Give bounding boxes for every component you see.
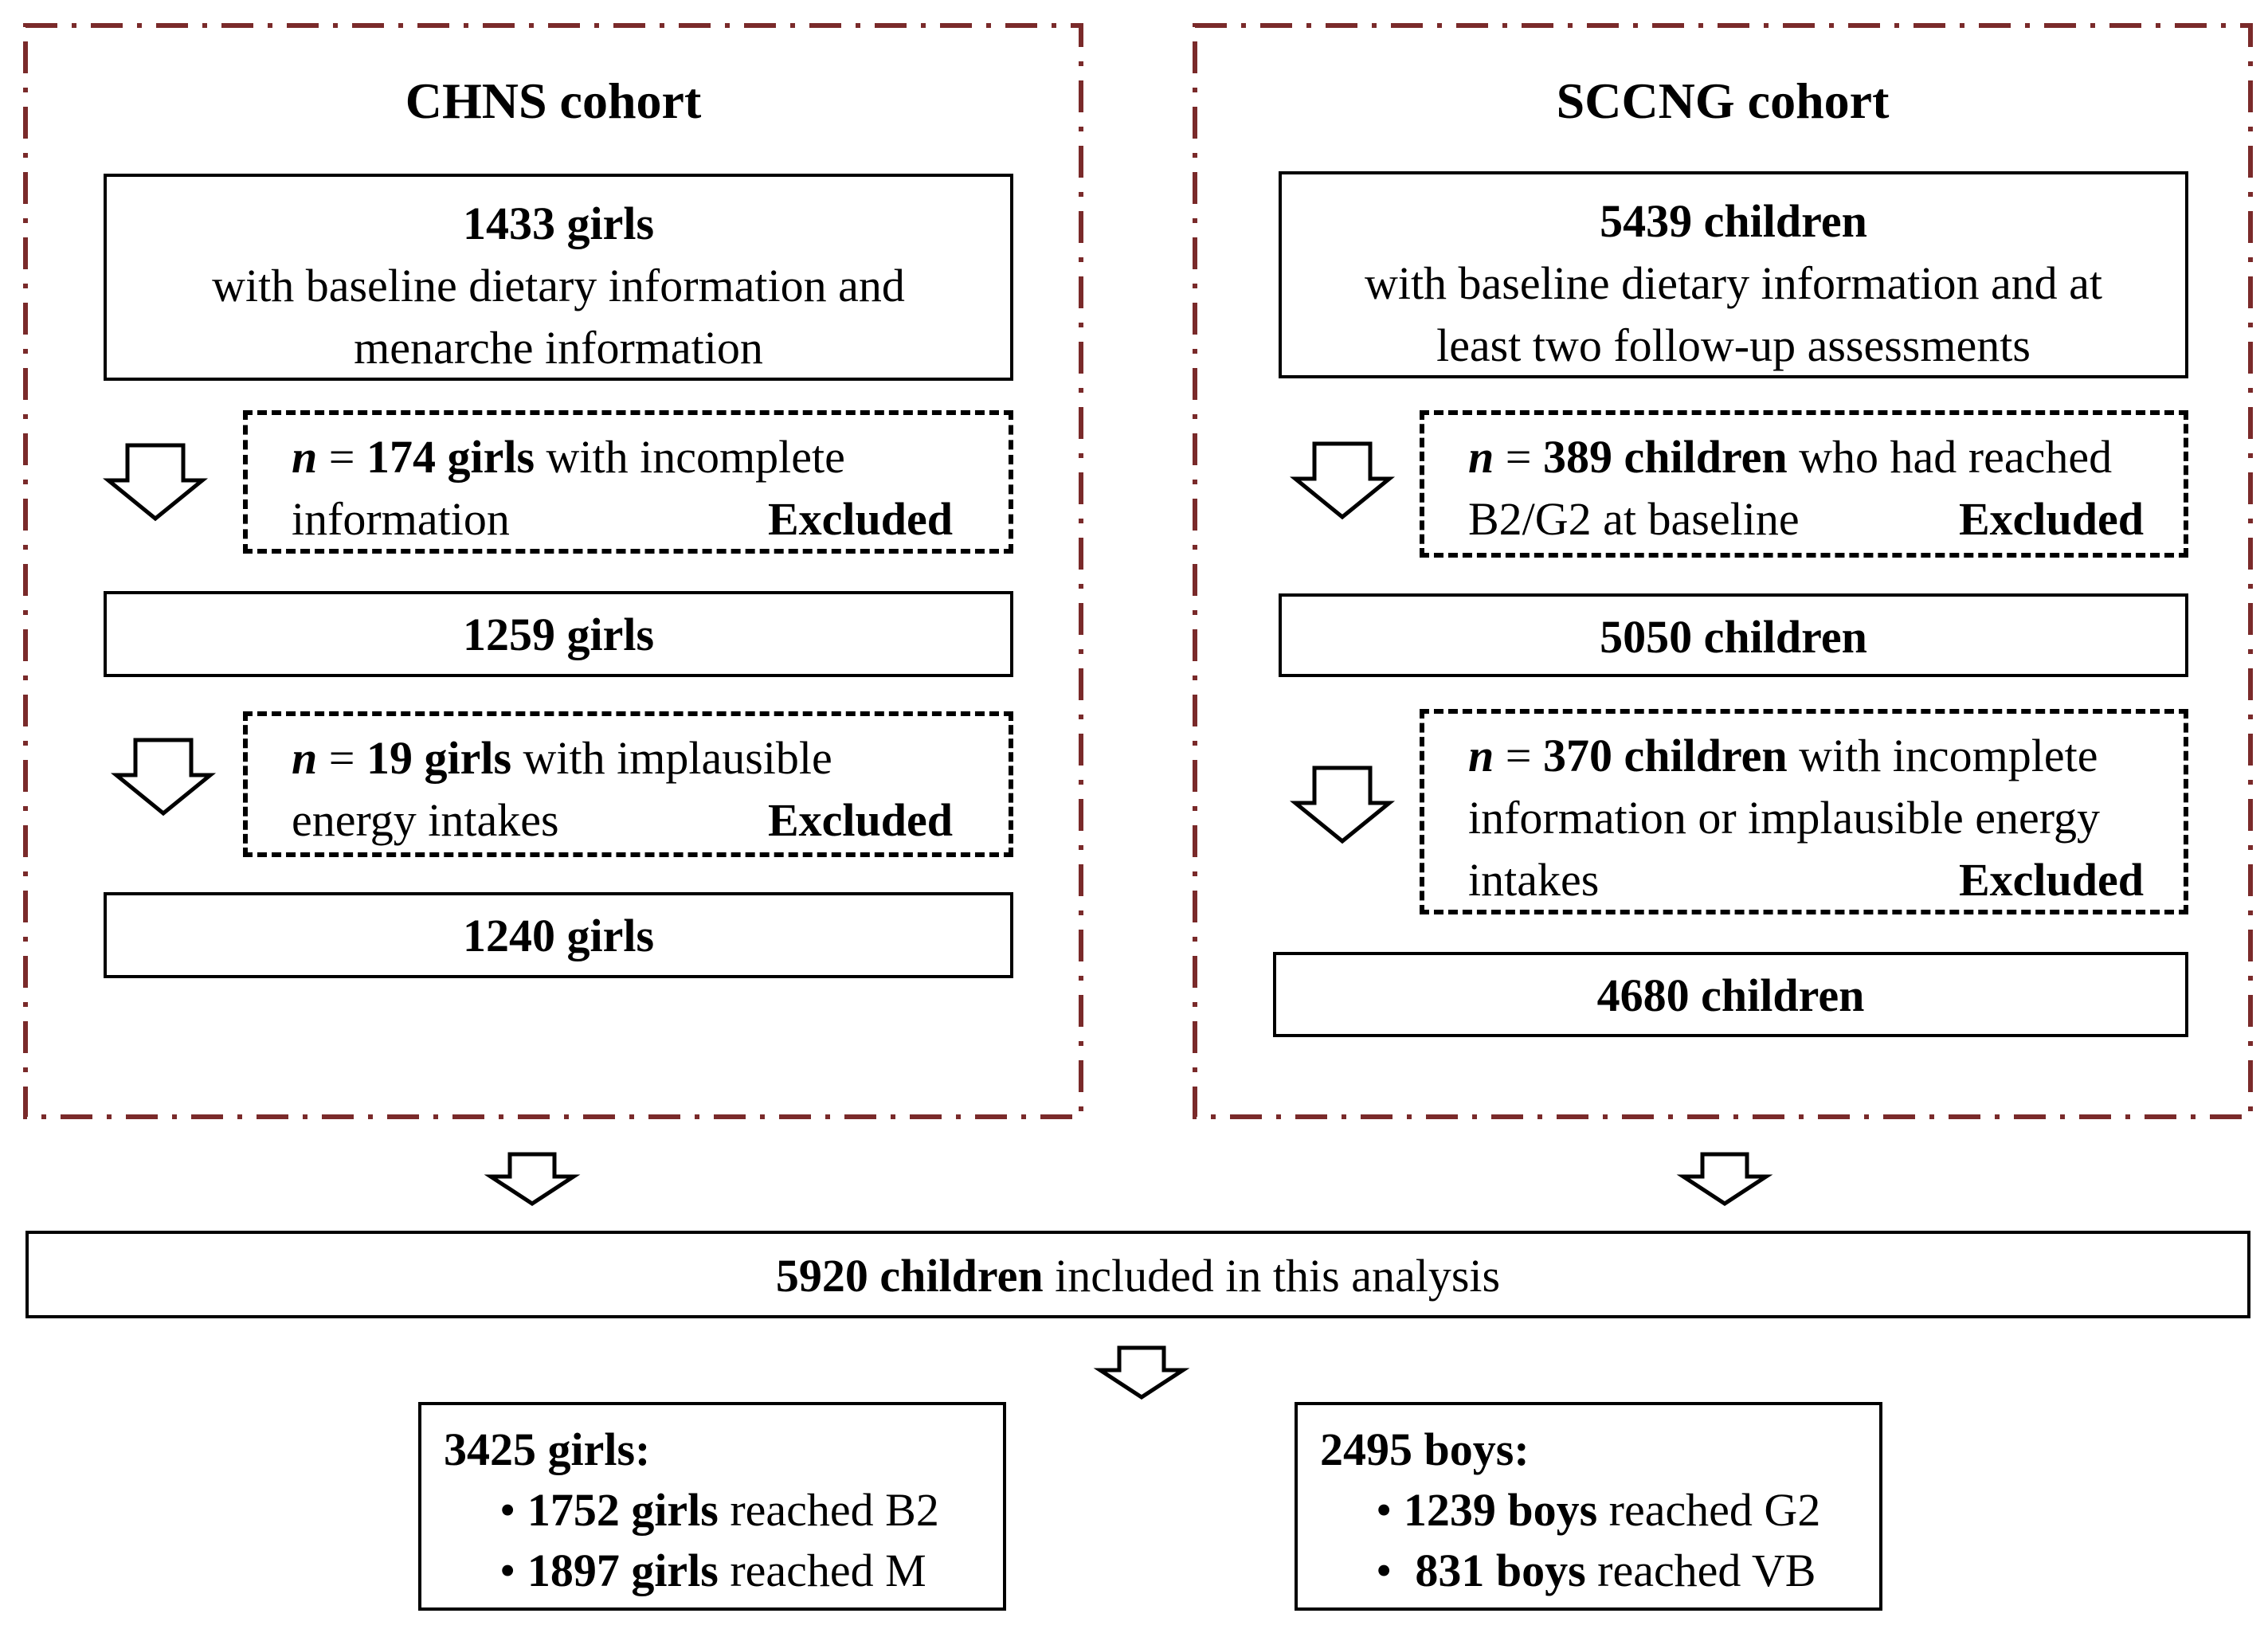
- right-excl2-text: with incomplete: [1787, 730, 2098, 781]
- list-item: • 1239 boys reached G2: [1376, 1484, 1821, 1536]
- right-excl1-text2: B2/G2 at baseline: [1468, 493, 1800, 545]
- boys-box: 2495 boys: • 1239 boys reached G2 • 831 …: [1295, 1402, 1882, 1611]
- n-label: n: [1468, 730, 1494, 781]
- girls-head: 3425 girls:: [444, 1423, 651, 1475]
- left-mid-count: 1259 girls: [462, 609, 655, 660]
- excluded-tag: Excluded: [767, 794, 953, 846]
- right-start-box: 5439 children with baseline dietary info…: [1279, 171, 2188, 378]
- right-exclusion-box-1: n = 389 children who had reached B2/G2 a…: [1420, 410, 2188, 558]
- list-item: • 831 boys reached VB: [1376, 1545, 1816, 1596]
- girls-box: 3425 girls: • 1752 girls reached B2 • 18…: [418, 1402, 1006, 1611]
- right-excl2-count: 370 children: [1542, 730, 1788, 781]
- right-cohort-frame: [1193, 23, 2253, 1119]
- down-arrow-icon: [484, 1152, 581, 1206]
- equals: =: [317, 732, 366, 784]
- boys-head: 2495 boys:: [1320, 1423, 1530, 1475]
- left-excl2-text: with implausible: [511, 732, 832, 784]
- left-start-line2: menarche information: [354, 322, 763, 374]
- n-label: n: [292, 732, 318, 784]
- right-final-box: 4680 children: [1273, 952, 2188, 1037]
- right-mid-box: 5050 children: [1279, 593, 2188, 677]
- left-start-count: 1433 girls: [462, 198, 655, 249]
- right-excl2-text2: information or implausible energy: [1468, 792, 2101, 844]
- down-arrow-icon: [1289, 766, 1396, 844]
- combined-count: 5920 children: [775, 1250, 1044, 1302]
- equals: =: [1494, 730, 1543, 781]
- left-excl2-text2: energy intakes: [292, 794, 559, 846]
- right-start-count: 5439 children: [1600, 195, 1867, 247]
- down-arrow-icon: [1676, 1152, 1773, 1206]
- equals: =: [1494, 431, 1543, 483]
- n-label: n: [292, 431, 318, 483]
- right-start-line2: least two follow-up assessments: [1436, 319, 2031, 371]
- down-arrow-icon: [1289, 441, 1396, 520]
- excluded-tag: Excluded: [1958, 493, 2144, 545]
- left-cohort-frame: [23, 23, 1083, 1119]
- left-final-count: 1240 girls: [462, 910, 655, 961]
- equals: =: [317, 431, 366, 483]
- right-mid-count: 5050 children: [1600, 611, 1867, 663]
- down-arrow-icon: [102, 443, 209, 522]
- left-exclusion-box-1: n = 174 girls with incomplete informatio…: [243, 410, 1013, 554]
- left-mid-box: 1259 girls: [104, 591, 1013, 677]
- right-excl1-text: who had reached: [1787, 431, 2113, 483]
- list-item: • 1897 girls reached M: [499, 1545, 926, 1596]
- right-excl2-text3: intakes: [1468, 854, 1600, 906]
- left-excl1-count: 174 girls: [366, 431, 535, 483]
- right-exclusion-box-2: n = 370 children with incomplete informa…: [1420, 709, 2188, 914]
- left-excl1-text: with incomplete: [535, 431, 845, 483]
- left-start-box: 1433 girls with baseline dietary informa…: [104, 174, 1013, 381]
- right-final-count: 4680 children: [1596, 969, 1865, 1021]
- excluded-tag: Excluded: [1958, 854, 2144, 906]
- right-start-line1: with baseline dietary information and at: [1364, 257, 2103, 309]
- right-cohort-title: SCCNG cohort: [1556, 72, 1890, 129]
- left-cohort-title: CHNS cohort: [405, 72, 702, 129]
- list-item: • 1752 girls reached B2: [499, 1484, 939, 1536]
- excluded-tag: Excluded: [767, 493, 953, 545]
- n-label: n: [1468, 431, 1494, 483]
- left-final-box: 1240 girls: [104, 892, 1013, 978]
- left-excl2-count: 19 girls: [366, 732, 512, 784]
- down-arrow-icon: [110, 738, 217, 816]
- down-arrow-icon: [1093, 1345, 1190, 1400]
- left-excl1-text2: information: [292, 493, 510, 545]
- left-start-line1: with baseline dietary information and: [212, 260, 905, 311]
- combined-text: included in this analysis: [1043, 1250, 1501, 1302]
- left-exclusion-box-2: n = 19 girls with implausible energy int…: [243, 711, 1013, 857]
- right-excl1-count: 389 children: [1542, 431, 1788, 483]
- combined-box: 5920 children included in this analysis: [25, 1231, 2250, 1318]
